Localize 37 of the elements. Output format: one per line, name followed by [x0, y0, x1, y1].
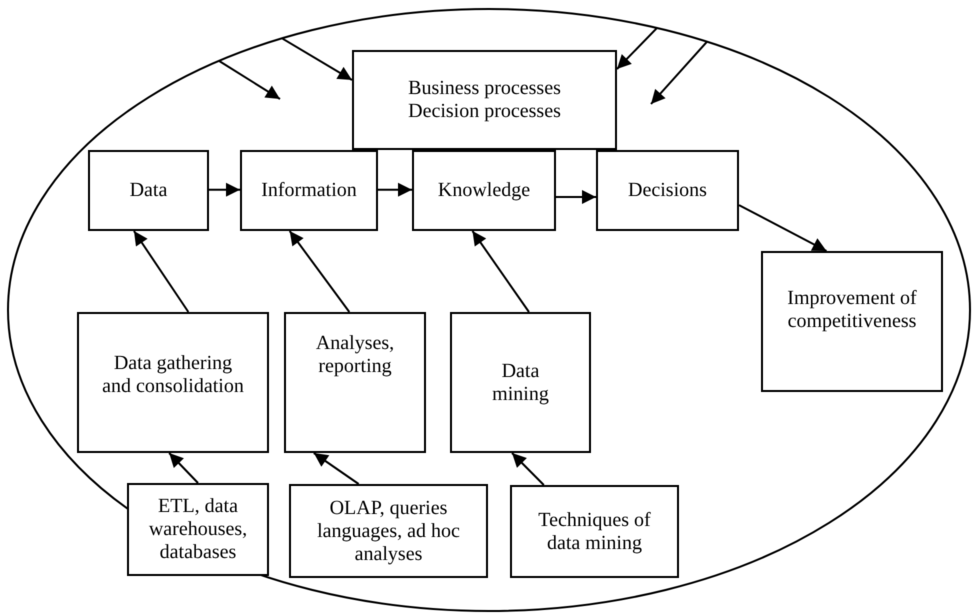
box-label: Decisions	[627, 179, 708, 202]
arrow	[288, 230, 350, 313]
box-label: Information	[260, 179, 358, 202]
process-box	[761, 251, 943, 392]
process-box	[510, 485, 679, 578]
process-box	[88, 150, 209, 231]
box-label: OLAP, queries languages, ad hoc analyses	[316, 496, 461, 566]
process-box	[240, 150, 378, 231]
box-label: Analyses, reporting	[314, 332, 396, 378]
arrow	[511, 452, 544, 486]
arrow	[738, 204, 827, 252]
arrow	[133, 230, 190, 313]
box-label: Techniques of data mining	[537, 508, 652, 554]
process-box	[352, 50, 617, 150]
arrow	[209, 182, 240, 197]
arrow	[168, 452, 199, 484]
box-label: Data gathering and consolidation	[101, 352, 245, 398]
process-box	[596, 150, 739, 231]
process-box	[412, 150, 556, 231]
box-label: Business processes Decision processes	[407, 77, 562, 123]
arrow	[616, 27, 658, 70]
process-box	[450, 312, 591, 453]
box-label: ETL, data warehouses, databases	[148, 495, 248, 564]
arrow	[378, 182, 412, 197]
box-label: Improvement of competitiveness	[786, 286, 918, 332]
arrow	[650, 41, 708, 105]
arrow	[282, 37, 353, 81]
arrow	[556, 190, 596, 204]
box-label: Knowledge	[436, 179, 532, 202]
process-box	[77, 312, 269, 453]
box-label: Data mining	[491, 360, 550, 406]
process-box	[289, 484, 488, 578]
box-label: Data	[128, 179, 168, 202]
arrow	[472, 230, 530, 313]
arrow	[313, 452, 360, 485]
arrow	[218, 60, 281, 100]
process-box	[284, 312, 426, 453]
